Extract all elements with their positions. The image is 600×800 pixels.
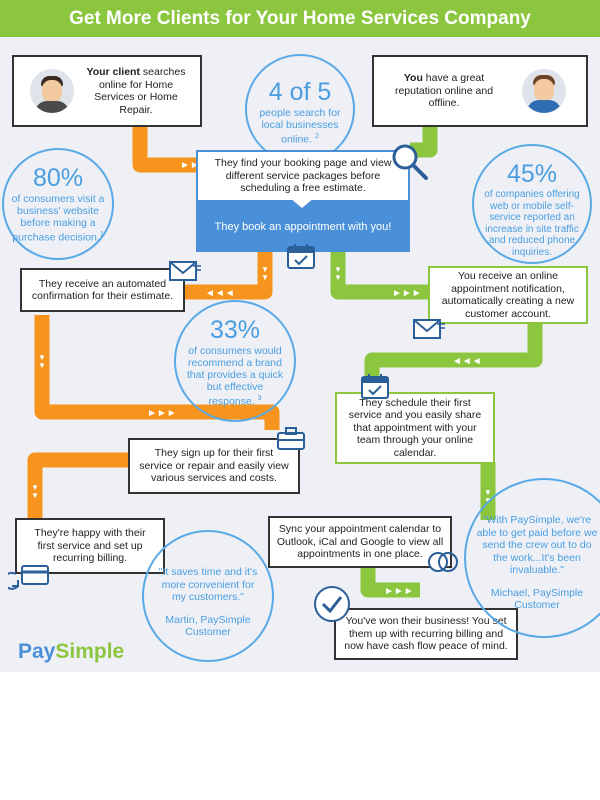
stat-circle-33-percent: 33% of consumers would recommend a brand… <box>174 300 296 422</box>
schedule-box: They schedule their first service and yo… <box>335 392 495 464</box>
path-chevrons: ▼ <box>38 353 46 362</box>
path-chevrons: ►►► <box>180 160 210 171</box>
calendar-icon <box>361 374 389 399</box>
path-chevrons: ▼ <box>38 361 46 370</box>
sync-circles-icon <box>428 552 458 572</box>
stat-text: of consumers would recommend a brand tha… <box>176 345 294 408</box>
orange-path <box>34 315 280 430</box>
header-banner: Get More Clients for Your Home Services … <box>0 0 600 37</box>
path-chevrons: ▼ <box>261 265 269 274</box>
green-path <box>360 565 420 598</box>
quote-author: Michael, PaySimple Customer <box>490 586 584 612</box>
signup-box: They sign up for their first service or … <box>128 438 300 494</box>
infographic-canvas: Get More Clients for Your Home Services … <box>0 0 600 672</box>
stat-description: of consumers would recommend a brand tha… <box>186 345 284 408</box>
footnote: 1 <box>99 231 104 238</box>
green-path <box>364 320 543 390</box>
notification-box: You receive an online appointment notifi… <box>428 266 588 324</box>
stat-value: 80% <box>32 164 84 192</box>
path-chevrons: ►►► <box>147 408 177 419</box>
stat-value: 4 of 5 <box>268 78 332 106</box>
path-chevrons: ▼ <box>334 273 342 282</box>
client-search-text: Your client searches online for Home Ser… <box>80 66 192 116</box>
envelope-icon <box>169 261 201 281</box>
magnifier-icon <box>392 144 428 180</box>
quote-text: "It saves time and it's more convenient … <box>158 566 258 603</box>
you-strong: You <box>403 72 423 85</box>
business-avatar <box>522 69 566 113</box>
path-chevrons: ►►► <box>384 586 414 597</box>
path-chevrons: ▼ <box>334 265 342 274</box>
path-chevrons: ▼ <box>31 483 39 492</box>
logo-simple: Simple <box>55 640 125 663</box>
stat-text: of consumers visit a business' website b… <box>4 193 112 244</box>
path-chevrons: ▼ <box>484 488 492 497</box>
client-rest: searches online for Home Services or Hom… <box>94 66 186 116</box>
avatar-shirt <box>527 100 561 113</box>
client-search-box: Your client searches online for Home Ser… <box>12 55 202 127</box>
booking-description: They find your booking page and view dif… <box>196 150 410 202</box>
logo-pay: Pay <box>18 640 56 663</box>
business-reputation-box: You have a great reputation online and o… <box>372 55 588 127</box>
stat-value: 45% <box>506 160 558 188</box>
quote-author: Martin, PaySimple Customer <box>165 613 251 639</box>
client-strong: Your client <box>86 66 140 78</box>
checkmark-icon <box>314 586 350 622</box>
confirmation-box: They receive an automated confirmation f… <box>20 268 185 312</box>
stat-description: people search for local businesses onlin… <box>259 107 341 146</box>
envelope-icon <box>413 319 445 339</box>
stat-circle-4-of-5: 4 of 5 people search for local businesse… <box>245 54 355 164</box>
path-chevrons: ◄◄◄ <box>205 288 235 299</box>
stat-circle-45-percent: 45% of companies offering web or mobile … <box>472 144 592 264</box>
path-chevrons: ►►► <box>392 288 422 299</box>
avatar-face <box>534 79 554 101</box>
avatar-shirt <box>35 101 69 113</box>
stat-description: of consumers visit a business' website b… <box>11 193 105 244</box>
stat-description: of companies offering web or mobile self… <box>484 189 580 258</box>
you-rest: have a great reputation online and offli… <box>394 72 494 110</box>
happy-customer-box: They're happy with their first service a… <box>15 518 165 574</box>
orange-path <box>185 250 273 300</box>
green-path <box>330 250 430 300</box>
path-chevrons: ◄◄◄ <box>452 356 482 367</box>
calendar-sync-box: Sync your appointment calendar to Outloo… <box>268 516 452 568</box>
footnote: 3 <box>257 395 262 402</box>
stat-circle-80-percent: 80% of consumers visit a business' websi… <box>2 148 114 260</box>
path-chevrons: ▼ <box>261 273 269 282</box>
orange-path <box>27 452 130 520</box>
path-chevrons: ▼ <box>31 491 39 500</box>
business-reputation-text: You have a great reputation online and o… <box>388 72 500 110</box>
paysimple-logo: PaySimple <box>18 640 124 664</box>
footnote: 2 <box>314 133 319 140</box>
won-business-box: You've won their business! You set them … <box>334 608 518 660</box>
quote-text: "With PaySimple, we're able to get paid … <box>476 514 598 576</box>
booking-panel: They find your booking page and view dif… <box>196 150 410 252</box>
book-appointment-banner[interactable]: They book an appointment with you! <box>196 202 410 252</box>
quote-michael: "With PaySimple, we're able to get paid … <box>464 478 600 638</box>
calendar-icon <box>287 244 315 269</box>
quote-martin: "It saves time and it's more convenient … <box>142 530 274 662</box>
briefcase-icon <box>277 427 305 450</box>
stat-text: people search for local businesses onlin… <box>247 107 353 146</box>
stat-value: 33% <box>209 316 261 344</box>
client-avatar <box>30 69 74 113</box>
page-title: Get More Clients for Your Home Services … <box>69 8 531 29</box>
avatar-face <box>42 80 62 102</box>
booking-arrow-icon <box>290 198 314 208</box>
credit-card-icon <box>8 565 49 590</box>
